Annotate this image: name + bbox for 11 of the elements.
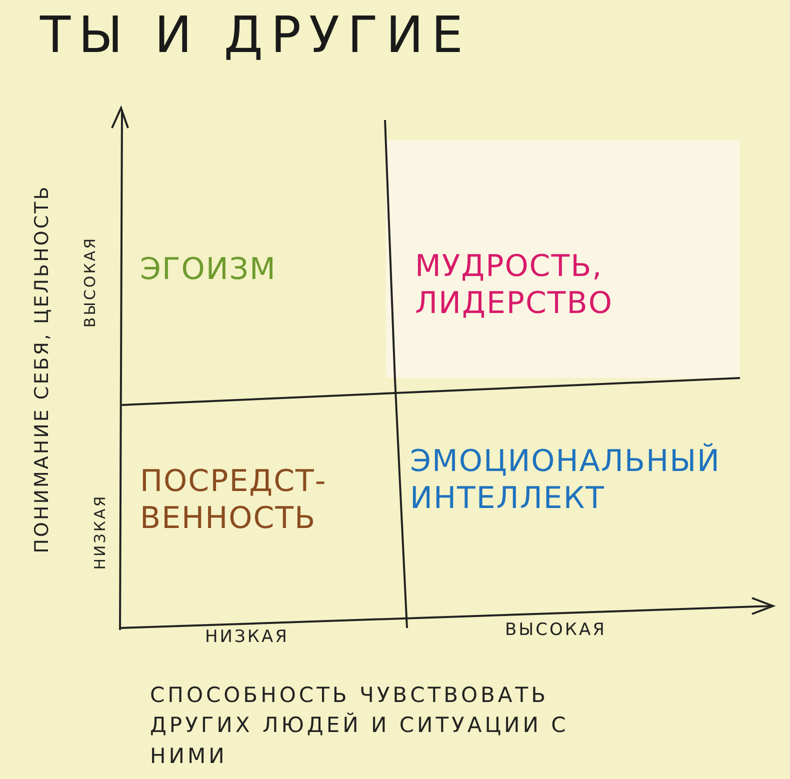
title: ТЫ И ДРУГИЕ xyxy=(40,6,472,64)
quadrant-label: МУДРОСТЬ, ЛИДЕРСТВО xyxy=(415,230,715,340)
axis-label: ПОНИМАНИЕ СЕБЯ, ЦЕЛЬНОСТЬ xyxy=(31,184,53,556)
axis-title: СПОСОБНОСТЬ ЧУВСТВОВАТЬ ДРУГИХ ЛЮДЕЙ И СИТУАЦИИ С НИМИ xyxy=(150,682,570,770)
quadrant-label: ПОСРЕДСТ-ВЕННОСТЬ xyxy=(140,445,370,555)
quadrant-label: ЭГОИЗМ xyxy=(140,240,370,300)
tick-label: ВЫСОКАЯ xyxy=(505,620,606,640)
axis-label: ВЫСОКАЯ xyxy=(81,235,99,330)
axis-label: НИЗКАЯ xyxy=(91,493,109,572)
tick-label: НИЗКАЯ xyxy=(205,627,289,647)
quadrant-label: ЭМОЦИОНАЛЬНЫЙ ИНТЕЛЛЕКТ xyxy=(410,420,770,540)
